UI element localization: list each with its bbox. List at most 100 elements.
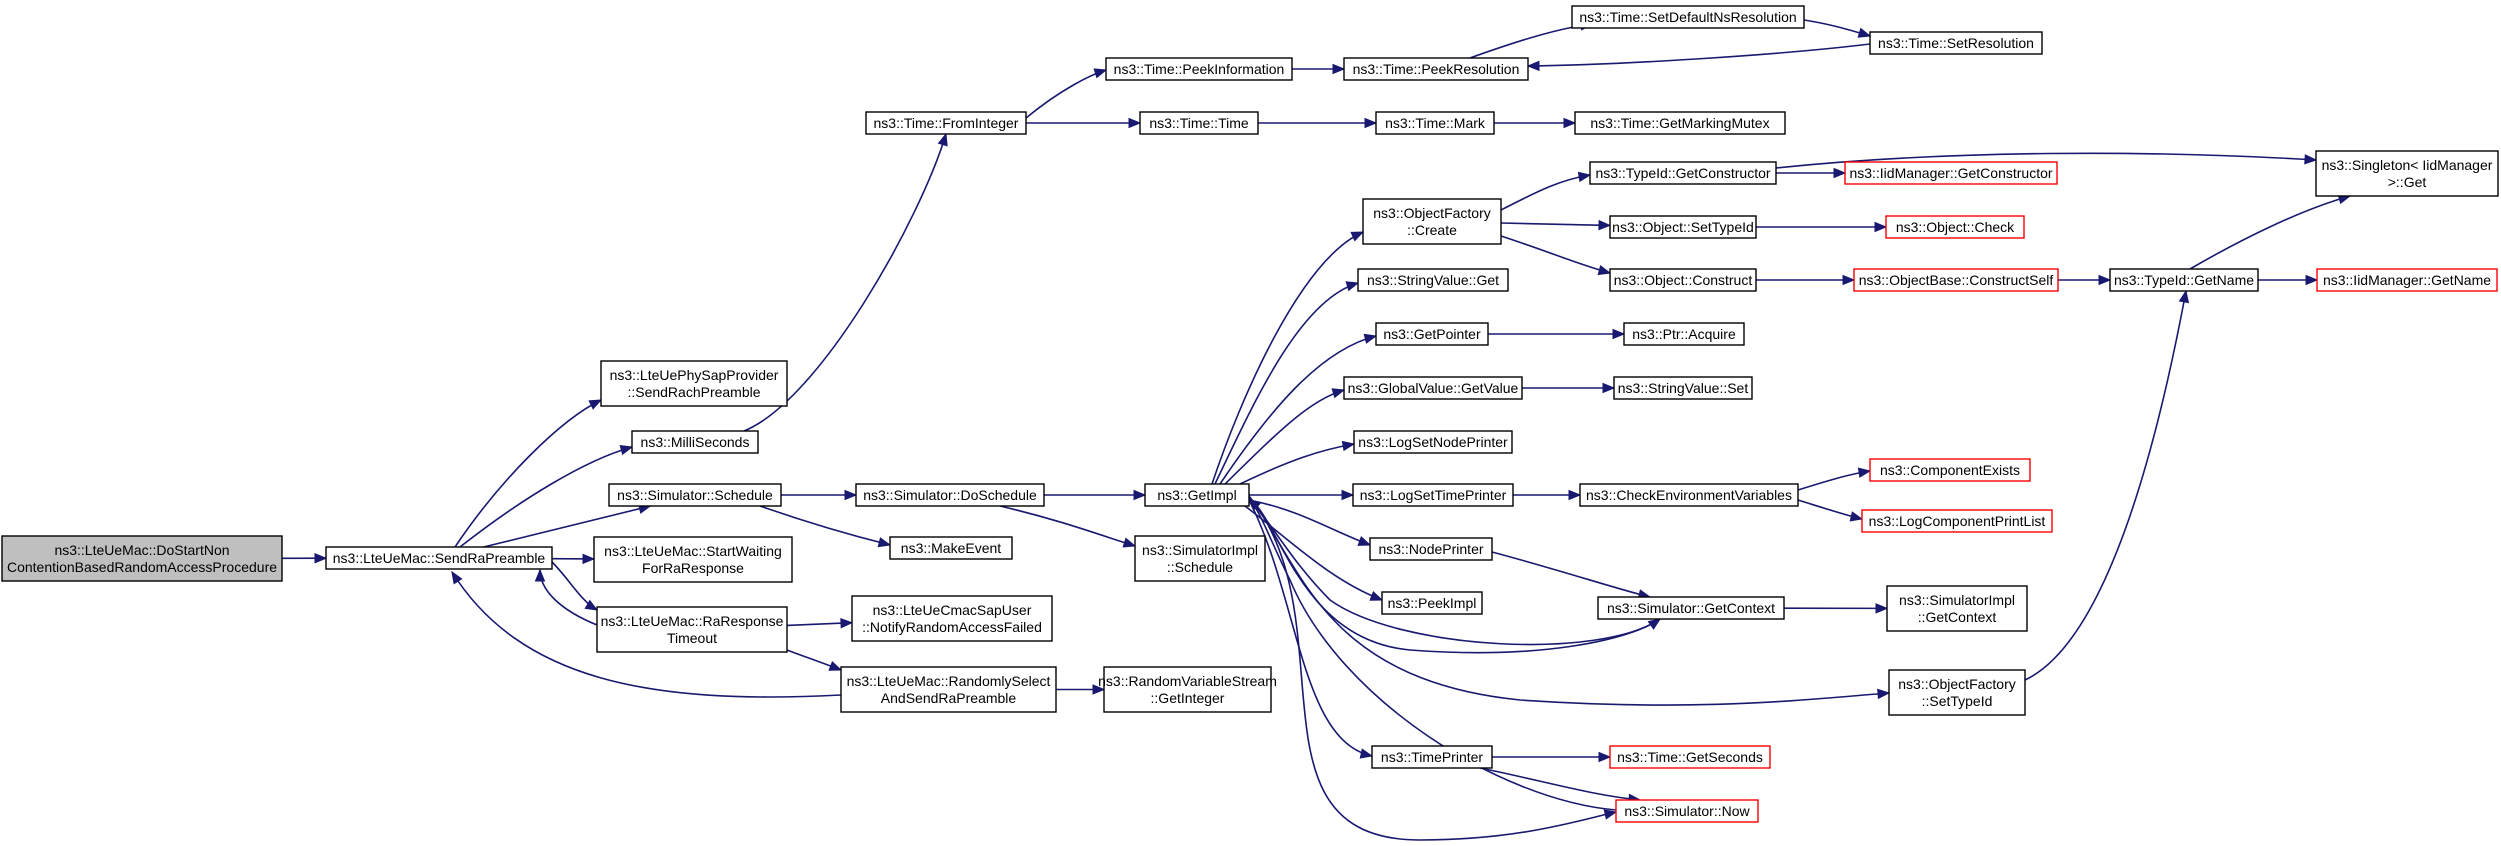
node-constructSelf[interactable]: ns3::ObjectBase::ConstructSelf (1853, 268, 2059, 292)
node-box[interactable] (1609, 745, 1771, 769)
node-box[interactable] (1853, 268, 2059, 292)
node-box[interactable] (1375, 322, 1489, 346)
node-notifyFailed[interactable]: ns3::LteUeCmacSapUser::NotifyRandomAcces… (851, 595, 1053, 642)
node-simImplSchedule[interactable]: ns3::SimulatorImpl::Schedule (1134, 535, 1266, 582)
node-box[interactable] (1869, 458, 2031, 482)
node-box[interactable] (1589, 161, 1777, 185)
node-box[interactable] (325, 546, 553, 570)
node-getInteger[interactable]: ns3::RandomVariableStream::GetInteger (1098, 666, 1277, 713)
node-box[interactable] (1353, 430, 1513, 454)
node-box[interactable] (596, 606, 788, 653)
node-box[interactable] (1623, 322, 1745, 346)
node-sendRachPreamble[interactable]: ns3::LteUePhySapProvider::SendRachPreamb… (600, 360, 788, 407)
node-box[interactable] (2315, 150, 2499, 197)
node-doSchedule[interactable]: ns3::Simulator::DoSchedule (855, 483, 1045, 507)
node-ptrAcquire[interactable]: ns3::Ptr::Acquire (1623, 322, 1745, 346)
node-box[interactable] (840, 666, 1057, 713)
node-box[interactable] (1613, 376, 1753, 400)
node-box[interactable] (1134, 535, 1266, 582)
node-timeTime[interactable]: ns3::Time::Time (1139, 111, 1259, 135)
node-peekResolution[interactable]: ns3::Time::PeekResolution (1343, 57, 1529, 81)
node-box[interactable] (1885, 215, 2025, 239)
node-peekImpl[interactable]: ns3::PeekImpl (1381, 591, 1483, 615)
node-box[interactable] (631, 430, 759, 454)
node-box[interactable] (1579, 483, 1799, 507)
node-setDefaultNs[interactable]: ns3::Time::SetDefaultNsResolution (1571, 5, 1805, 29)
node-componentExists[interactable]: ns3::ComponentExists (1869, 458, 2031, 482)
node-box[interactable] (2109, 268, 2259, 292)
node-iidGetConstructor[interactable]: ns3::IidManager::GetConstructor (1844, 161, 2058, 185)
node-typeIdGetName[interactable]: ns3::TypeId::GetName (2109, 268, 2259, 292)
node-box[interactable] (1597, 596, 1785, 620)
node-objFactoryCreate[interactable]: ns3::ObjectFactory::Create (1362, 198, 1502, 245)
node-nodePrinter[interactable]: ns3::NodePrinter (1369, 537, 1493, 561)
node-logSetNodePrinter[interactable]: ns3::LogSetNodePrinter (1353, 430, 1513, 454)
node-objectSetTypeId[interactable]: ns3::Object::SetTypeId (1609, 215, 1757, 239)
node-globalValueGetValue[interactable]: ns3::GlobalValue::GetValue (1343, 376, 1523, 400)
node-box[interactable] (1343, 57, 1529, 81)
node-box[interactable] (855, 483, 1045, 507)
node-box[interactable] (851, 595, 1053, 642)
node-simSchedule[interactable]: ns3::Simulator::Schedule (608, 483, 782, 507)
node-sendRaPreamble[interactable]: ns3::LteUeMac::SendRaPreamble (325, 546, 553, 570)
node-box[interactable] (1609, 268, 1757, 292)
node-iidGetName[interactable]: ns3::IidManager::GetName (2316, 268, 2498, 292)
node-box[interactable] (1615, 799, 1759, 823)
node-objectConstruct[interactable]: ns3::Object::Construct (1609, 268, 1757, 292)
node-box[interactable] (1886, 585, 2028, 632)
node-box[interactable] (1105, 57, 1293, 81)
node-box[interactable] (1571, 5, 1805, 29)
node-timeGetSeconds[interactable]: ns3::Time::GetSeconds (1609, 745, 1771, 769)
node-box[interactable] (1375, 111, 1495, 135)
node-timePrinter[interactable]: ns3::TimePrinter (1371, 745, 1493, 769)
node-typeIdGetConstructor[interactable]: ns3::TypeId::GetConstructor (1589, 161, 1777, 185)
node-randomlySelect[interactable]: ns3::LteUeMac::RandomlySelectAndSendRaPr… (840, 666, 1057, 713)
node-stringValueSet[interactable]: ns3::StringValue::Set (1613, 376, 1753, 400)
node-checkEnvVars[interactable]: ns3::CheckEnvironmentVariables (1579, 483, 1799, 507)
node-fromInteger[interactable]: ns3::Time::FromInteger (865, 111, 1027, 135)
node-box[interactable] (1343, 376, 1523, 400)
node-getMarkingMutex[interactable]: ns3::Time::GetMarkingMutex (1574, 111, 1786, 135)
node-simGetContext[interactable]: ns3::Simulator::GetContext (1597, 596, 1785, 620)
node-objFactorySetTypeId[interactable]: ns3::ObjectFactory::SetTypeId (1888, 669, 2026, 716)
node-box[interactable] (1861, 509, 2053, 533)
node-box[interactable] (608, 483, 782, 507)
node-box[interactable] (593, 536, 793, 583)
node-root[interactable]: ns3::LteUeMac::DoStartNonContentionBased… (1, 535, 283, 582)
node-simImplGetContext[interactable]: ns3::SimulatorImpl::GetContext (1886, 585, 2028, 632)
node-stringValueGet[interactable]: ns3::StringValue::Get (1357, 268, 1509, 292)
node-box[interactable] (600, 360, 788, 407)
node-box[interactable] (1888, 669, 2026, 716)
node-box[interactable] (1869, 31, 2043, 55)
node-box[interactable] (1103, 666, 1272, 713)
node-timeMark[interactable]: ns3::Time::Mark (1375, 111, 1495, 135)
node-setResolution[interactable]: ns3::Time::SetResolution (1869, 31, 2043, 55)
node-box[interactable] (1381, 591, 1483, 615)
node-box[interactable] (1574, 111, 1786, 135)
node-box[interactable] (1609, 215, 1757, 239)
node-singletonGet[interactable]: ns3::Singleton< IidManager>::Get (2315, 150, 2499, 197)
node-box[interactable] (1144, 483, 1250, 507)
node-box[interactable] (1357, 268, 1509, 292)
node-simulatorNow[interactable]: ns3::Simulator::Now (1615, 799, 1759, 823)
node-box[interactable] (1, 535, 283, 582)
node-milliSeconds[interactable]: ns3::MilliSeconds (631, 430, 759, 454)
node-box[interactable] (1352, 483, 1514, 507)
node-objectCheck[interactable]: ns3::Object::Check (1885, 215, 2025, 239)
node-peekInformation[interactable]: ns3::Time::PeekInformation (1105, 57, 1293, 81)
node-box[interactable] (1371, 745, 1493, 769)
node-getImpl[interactable]: ns3::GetImpl (1144, 483, 1250, 507)
node-box[interactable] (2316, 268, 2498, 292)
node-box[interactable] (1362, 198, 1502, 245)
node-box[interactable] (865, 111, 1027, 135)
node-makeEvent[interactable]: ns3::MakeEvent (889, 536, 1013, 560)
node-box[interactable] (1844, 161, 2058, 185)
node-getPointer[interactable]: ns3::GetPointer (1375, 322, 1489, 346)
node-logSetTimePrinter[interactable]: ns3::LogSetTimePrinter (1352, 483, 1514, 507)
node-box[interactable] (1139, 111, 1259, 135)
node-box[interactable] (1369, 537, 1493, 561)
node-logComponentPrintList[interactable]: ns3::LogComponentPrintList (1861, 509, 2053, 533)
node-box[interactable] (889, 536, 1013, 560)
